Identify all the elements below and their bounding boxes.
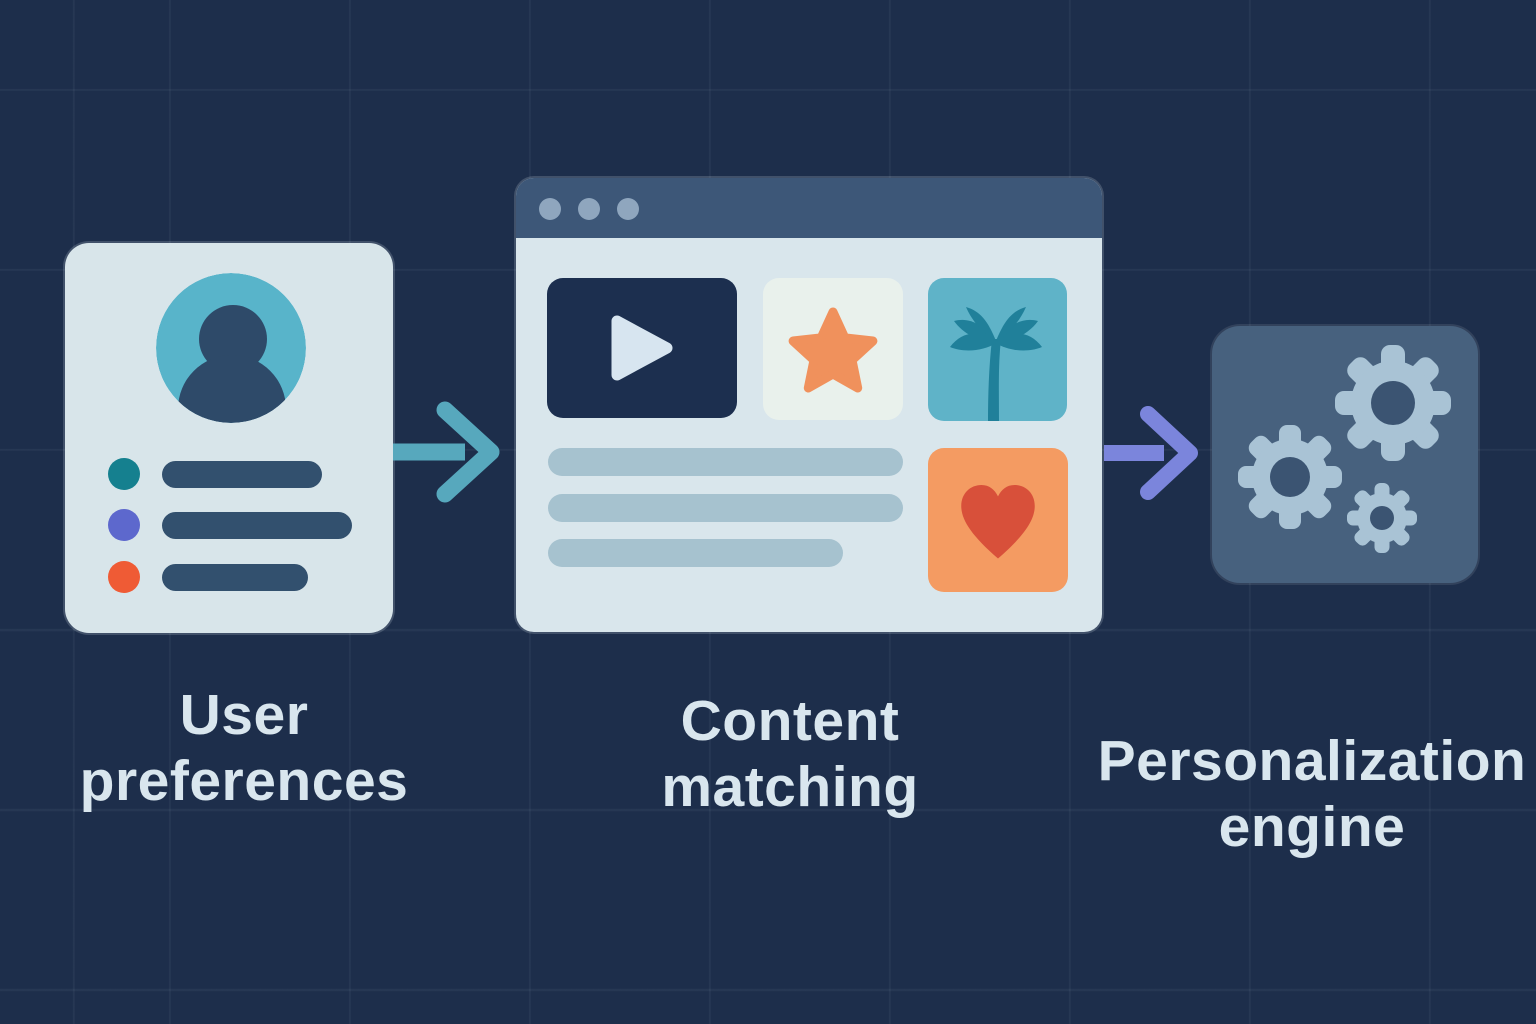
- arrow-content-to-engine: [1104, 406, 1198, 500]
- preference-bullet-orange: [108, 561, 140, 593]
- palm-tree-icon: [950, 307, 1042, 421]
- content-matching-window: [516, 178, 1102, 632]
- star-tile: [763, 278, 903, 420]
- heart-icon: [961, 485, 1035, 559]
- video-thumbnail-tile: [547, 278, 737, 418]
- content-matching-label: Content matching: [661, 689, 919, 819]
- user-preferences-card: [65, 243, 393, 633]
- gear-icon-medium: [1238, 425, 1342, 529]
- star-icon: [788, 307, 878, 393]
- content-text-line-2: [548, 494, 903, 522]
- gears-icon: [1238, 345, 1451, 553]
- heart-tile: [928, 448, 1068, 592]
- preference-bar-2: [162, 512, 352, 539]
- content-text-line-1: [548, 448, 903, 476]
- personalization-engine-label: Personalization engine: [1097, 729, 1527, 859]
- window-dot-3: [617, 198, 639, 220]
- preference-bar-3: [162, 564, 308, 591]
- content-text-line-3: [548, 539, 843, 567]
- arrow-user-to-content: [393, 401, 500, 503]
- window-dot-2: [578, 198, 600, 220]
- gear-icon-large: [1335, 345, 1451, 461]
- preference-bullet-teal: [108, 458, 140, 490]
- user-preferences-label: User preferences: [79, 683, 409, 813]
- preference-bar-1: [162, 461, 322, 488]
- play-icon: [611, 315, 673, 381]
- user-avatar-icon: [156, 273, 306, 423]
- gear-icon-small: [1347, 483, 1417, 553]
- window-titlebar: [516, 178, 1102, 238]
- personalization-engine-box: [1212, 326, 1478, 583]
- window-dot-1: [539, 198, 561, 220]
- palm-tree-tile: [928, 278, 1067, 421]
- preference-bullet-purple: [108, 509, 140, 541]
